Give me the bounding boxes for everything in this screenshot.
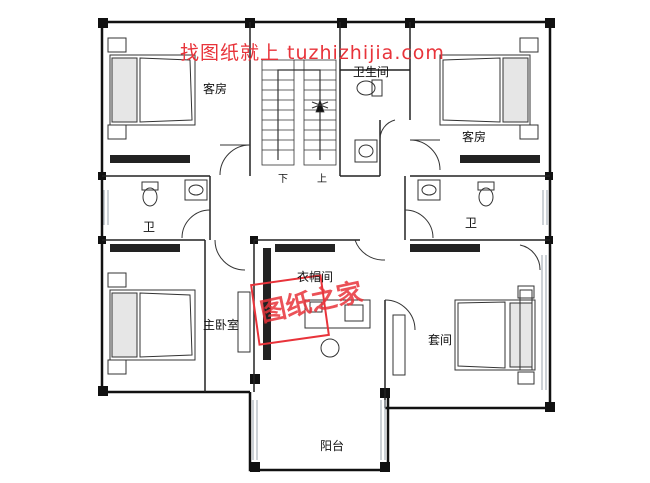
side-furniture — [237, 289, 533, 376]
staircase — [261, 59, 337, 166]
label-guest-room-left: 客房 — [203, 82, 228, 96]
watermark-stamp — [250, 274, 330, 346]
doors — [181, 119, 541, 331]
label-balcony: 阳台 — [320, 439, 345, 453]
windows — [103, 190, 548, 460]
bath-fixtures — [141, 79, 495, 207]
label-master-bedroom: 主卧室 — [203, 318, 240, 332]
bed-guest-left — [107, 37, 196, 140]
label-bathroom-top: 卫生间 — [353, 65, 390, 79]
interior-walls — [102, 22, 550, 408]
label-cloakroom: 衣帽间 — [297, 270, 334, 284]
label-suite: 套间 — [428, 333, 453, 347]
stair-up-label: 上 — [317, 174, 327, 185]
bed-suite — [454, 285, 536, 385]
watermark-site-banner: 找图纸就上 tuzhizhijia.com — [180, 42, 445, 64]
stair-down-label: 下 — [278, 174, 288, 185]
label-bath-right: 卫 — [465, 216, 478, 230]
bed-guest-right — [439, 37, 539, 140]
bed-master — [107, 272, 196, 375]
label-bath-left: 卫 — [143, 220, 156, 234]
label-guest-room-right: 客房 — [462, 130, 487, 144]
desk — [304, 299, 371, 358]
wardrobes — [110, 155, 540, 360]
